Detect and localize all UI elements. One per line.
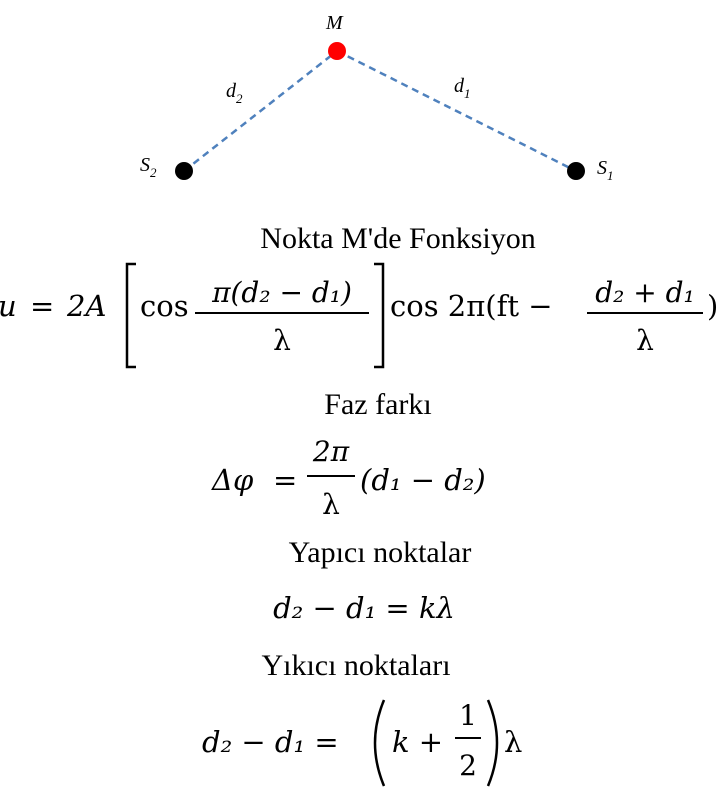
wave-fraction-2-numerator: d₂ + d₁ [595,276,695,309]
wave-cos-2: cos 2π(ft − [390,289,553,323]
point-m-label: M [325,12,344,34]
phase-equation: Δφ = 2π λ (d₁ − d₂) [211,435,486,521]
wave-cos-1: cos [140,289,189,323]
phase-rest: (d₁ − d₂) [360,463,486,497]
destructive-fraction-numerator: 1 [459,699,477,732]
source-s2-label: S2 [140,154,157,180]
phase-equals: = [273,463,297,497]
wave-amplitude: 2A [66,289,106,323]
constructive-section-title: Yapıcı noktalar [289,536,472,569]
source-s1-label: S1 [597,157,614,183]
phase-fraction-numerator: 2π [312,435,350,468]
distance-d1-label: d1 [454,75,471,101]
right-square-bracket [374,262,385,369]
path-line-d1 [336,49,577,173]
distance-d2-label: d2 [226,80,243,106]
left-round-paren [373,699,386,787]
source-s2-marker [175,162,193,180]
wave-equals: = [30,289,54,323]
wave-fraction-1-numerator: π(d₂ − d₁) [211,276,352,309]
geometry-diagram: M S2 S1 d2 d1 [140,12,614,183]
constructive-equation: d₂ − d₁ = kλ [273,591,455,625]
destructive-equation: d₂ − d₁ = k + 1 2 λ [202,699,522,787]
path-line-d2 [183,50,338,172]
wave-fraction-2-denominator: λ [636,324,654,357]
phase-section-title: Faz farkı [324,388,431,421]
phase-lhs: Δφ [211,463,254,497]
wave-fraction-1-denominator: λ [273,324,291,357]
right-round-paren [486,699,499,787]
destructive-fraction-denominator: 2 [459,749,477,782]
wave-lhs: u [0,289,17,323]
destructive-lhs: d₂ − d₁ = [202,725,339,759]
function-section-title: Nokta M'de Fonksiyon [260,222,535,255]
wave-close-paren: ) [707,289,718,323]
point-m-marker [328,42,346,60]
destructive-k-part: k + [392,725,443,759]
destructive-lambda: λ [504,725,522,759]
wave-equation: u = 2A cos π(d₂ − d₁) λ cos 2π(ft − d₂ +… [0,262,718,369]
phase-fraction-denominator: λ [322,488,340,521]
source-s1-marker [567,162,585,180]
destructive-section-title: Yıkıcı noktaları [261,649,450,682]
left-square-bracket [125,262,136,369]
